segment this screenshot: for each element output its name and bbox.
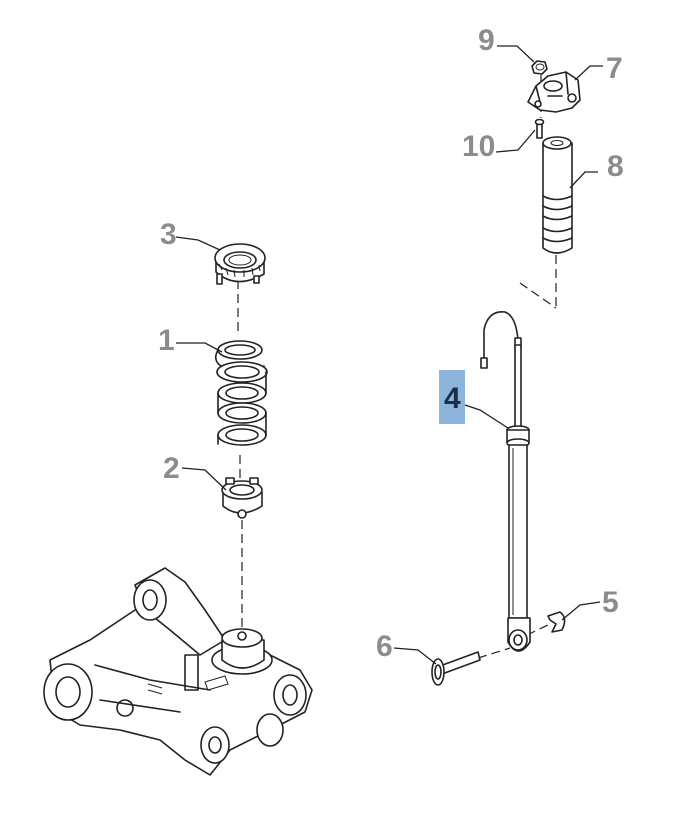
part-6-lower-bolt[interactable]: [431, 651, 481, 686]
rear-subframe-arm: [43, 567, 313, 776]
callout-7-label[interactable]: 7: [606, 52, 623, 85]
callout-5-label[interactable]: 5: [602, 586, 619, 619]
callout-7[interactable]: 7: [606, 52, 623, 85]
part-5-clip[interactable]: [547, 611, 566, 633]
callout-2[interactable]: 2: [163, 452, 180, 485]
part-3-upper-spring-seat[interactable]: [214, 243, 266, 285]
part-7-upper-mount-bracket[interactable]: [527, 71, 581, 113]
callout-4-label[interactable]: 4: [444, 382, 461, 415]
callout-2-label[interactable]: 2: [163, 452, 180, 485]
callout-1-label[interactable]: 1: [158, 324, 175, 357]
part-4-shock-absorber[interactable]: [480, 311, 531, 652]
callout-8-label[interactable]: 8: [607, 150, 624, 183]
callout-3-label[interactable]: 3: [160, 218, 177, 251]
callout-3[interactable]: 3: [160, 218, 177, 251]
assembly-axis-left: [237, 280, 243, 628]
leader-lines: [175, 45, 603, 665]
callout-5[interactable]: 5: [602, 586, 619, 619]
part-9-nut[interactable]: [531, 60, 548, 75]
callout-1[interactable]: 1: [158, 324, 175, 357]
part-10-bolt[interactable]: [534, 118, 545, 139]
part-2-lower-spring-seat[interactable]: [221, 477, 263, 519]
callout-9-label[interactable]: 9: [478, 24, 495, 57]
callout-8[interactable]: 8: [607, 150, 624, 183]
callout-4-highlight: [439, 370, 465, 424]
callout-10[interactable]: 10: [462, 130, 495, 163]
callout-6-label[interactable]: 6: [376, 630, 393, 663]
part-1-coil-spring[interactable]: [214, 340, 268, 446]
callout-10-label[interactable]: 10: [462, 130, 495, 163]
callout-6[interactable]: 6: [376, 630, 393, 663]
part-8-dust-boot[interactable]: [542, 136, 573, 254]
callout-4-selected[interactable]: 4: [439, 370, 465, 424]
callout-9[interactable]: 9: [478, 24, 495, 57]
